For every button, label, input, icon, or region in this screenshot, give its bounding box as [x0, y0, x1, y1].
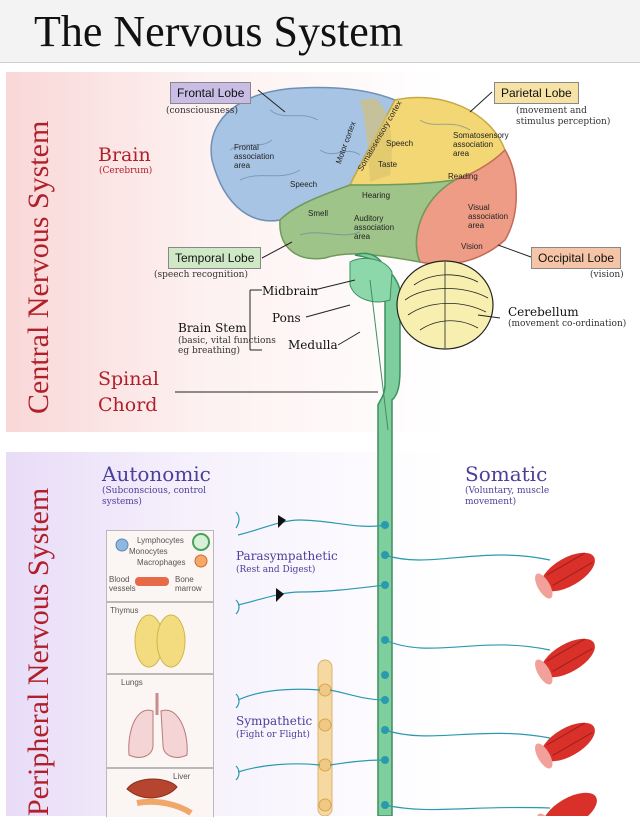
sympathetic-label: Sympathetic	[236, 714, 313, 728]
autonomic-label: Autonomic	[102, 462, 211, 486]
autonomic-note-1: (Subconscious, control	[102, 486, 207, 496]
spinal-label-1: Spinal	[98, 368, 159, 390]
brain-stem-note-2: eg breathing)	[178, 346, 241, 356]
auditory-label-2: association	[354, 223, 395, 232]
hearing-label: Hearing	[362, 191, 391, 200]
sympathetic-chain	[317, 659, 333, 816]
pns-side-label: Peripheral Nervous System	[22, 487, 55, 816]
medulla-label: Medulla	[288, 338, 338, 352]
auditory-label-3: area	[354, 232, 371, 241]
bone-marrow-label-1: Bone	[175, 575, 194, 584]
sympathetic-note: (Fight or Flight)	[236, 730, 310, 740]
frontal-assoc-label-1: Frontal	[234, 143, 259, 152]
temporal-lobe-label: Temporal Lobe	[168, 247, 262, 269]
bone-marrow-label-2: marrow	[175, 584, 202, 593]
parasympathetic-ganglia	[276, 515, 286, 602]
frontal-assoc-label-2: association	[234, 152, 275, 161]
frontal-lobe-note: (consciousness)	[166, 106, 239, 116]
monocytes-label: Monocytes	[129, 547, 168, 556]
soma-assoc-label-3: area	[453, 149, 470, 158]
visual-assoc-label-3: area	[468, 221, 485, 230]
parasympathetic-label: Parasympathetic	[236, 549, 338, 563]
liver-label: Liver	[173, 772, 191, 781]
lymphocytes-label: Lymphocytes	[137, 536, 184, 545]
leader-lines	[175, 89, 532, 393]
page-title: The Nervous System	[34, 7, 404, 56]
reading-label: Reading	[448, 172, 478, 181]
auditory-label-1: Auditory	[354, 214, 384, 223]
sympathetic-nerves	[235, 688, 386, 781]
blood-vessels-label-2: vessels	[109, 584, 136, 593]
taste-label: Taste	[378, 160, 398, 169]
spinal-label-2: Chord	[98, 394, 158, 416]
muscle-4	[537, 792, 597, 816]
muscles	[535, 552, 597, 816]
somatic-label: Somatic	[465, 462, 548, 486]
visual-assoc-label-1: Visual	[468, 203, 490, 212]
smell-label: Smell	[308, 209, 329, 218]
thymus-panel: Thymus	[106, 602, 214, 674]
muscle-3	[535, 722, 595, 769]
somatic-note-1: (Voluntary, muscle	[465, 486, 550, 496]
muscle-1	[535, 552, 595, 599]
parietal-lobe-note-2: stimulus perception)	[516, 117, 611, 127]
brain-stem-note-1: (basic, vital functions	[178, 336, 276, 346]
temporal-lobe-note: (speech recognition)	[154, 270, 248, 280]
macrophages-label: Macrophages	[137, 558, 186, 567]
thymus-icon	[134, 614, 186, 668]
frontal-assoc-label-3: area	[234, 161, 251, 170]
immune-cells-panel: Lymphocytes Monocytes Macrophages Blood …	[106, 530, 214, 602]
liver-icon	[126, 778, 193, 816]
spinal-centerline	[369, 279, 389, 431]
cns-side-label: Central Nervous System	[22, 120, 55, 414]
liver-panel: Liver	[106, 768, 214, 817]
pons-label: Pons	[272, 311, 301, 325]
parietal-lobe-label: Parietal Lobe	[494, 82, 579, 104]
cerebellum-folds	[404, 262, 489, 348]
brain-stem-shape	[354, 252, 401, 816]
somatic-nerves	[384, 554, 551, 811]
speech-top-label: Speech	[386, 139, 414, 148]
occipital-lobe-note: (vision)	[590, 270, 624, 280]
vision-label: Vision	[461, 242, 483, 251]
soma-assoc-label-1: Somatosensory	[453, 131, 509, 140]
cortex-strip-shape	[360, 98, 392, 182]
lungs-panel: Lungs	[106, 674, 214, 768]
speech-left-label: Speech	[290, 180, 318, 189]
lungs-label: Lungs	[121, 678, 143, 687]
brain-gyri	[229, 109, 471, 236]
blood-vessels-label-1: Blood	[109, 575, 130, 584]
frontal-lobe-label: Frontal Lobe	[170, 82, 252, 104]
autonomic-note-2: systems)	[102, 497, 142, 507]
immune-cells-icons	[115, 533, 210, 586]
lungs-icon	[128, 693, 188, 758]
brain-label: Brain	[98, 144, 151, 166]
cerebellum-label: Cerebellum	[508, 305, 579, 319]
parasympathetic-note: (Rest and Digest)	[236, 565, 316, 575]
parasympathetic-nerves	[235, 511, 386, 615]
midbrain-label: Midbrain	[262, 284, 318, 298]
temporal-lobe-shape	[279, 179, 456, 263]
somatic-note-2: movement)	[465, 497, 517, 507]
cerebrum-label: (Cerebrum)	[99, 166, 153, 176]
midbrain-shape	[349, 257, 393, 303]
title-bar: The Nervous System	[0, 0, 640, 63]
parietal-lobe-note-1: (movement and	[516, 106, 587, 116]
occipital-lobe-label: Occipital Lobe	[531, 247, 622, 269]
brain-stem-label: Brain Stem	[178, 321, 247, 335]
visual-assoc-label-2: association	[468, 212, 509, 221]
cerebellum-note: (movement co-ordination)	[508, 319, 627, 329]
thymus-label: Thymus	[110, 606, 139, 615]
muscle-2	[535, 638, 595, 685]
soma-assoc-label-2: association	[453, 140, 494, 149]
